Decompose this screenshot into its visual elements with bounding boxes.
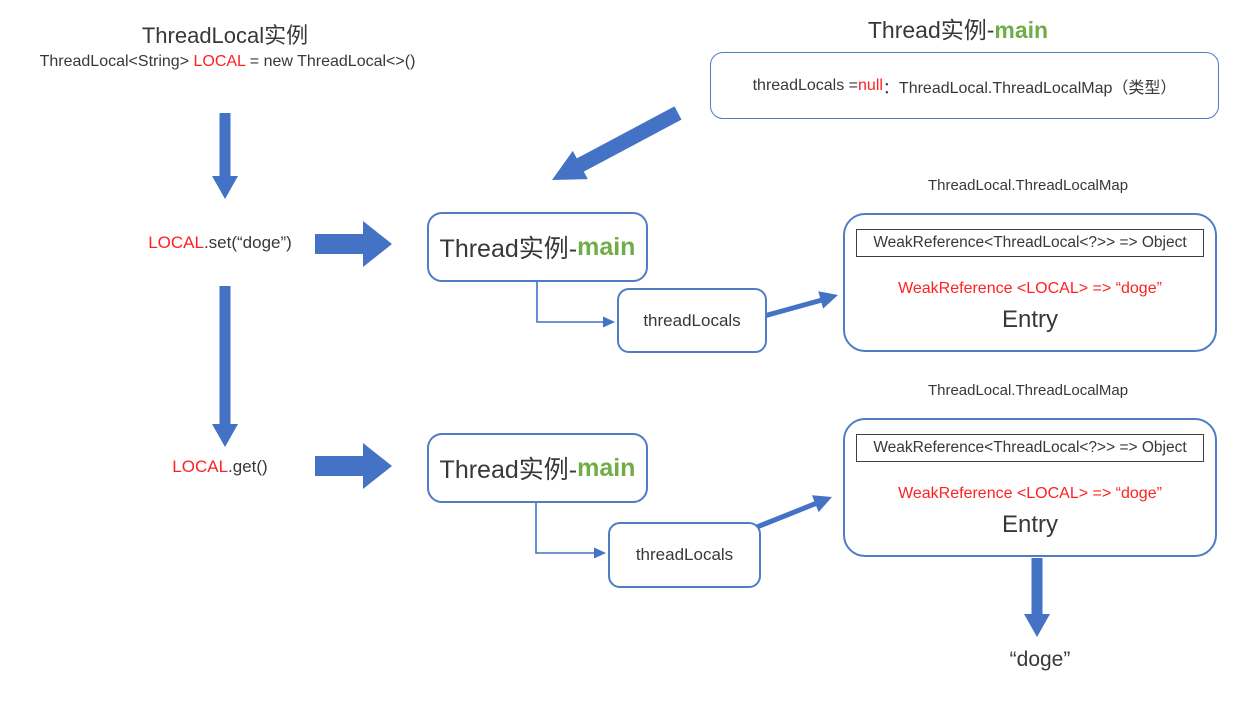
entry-label-2: Entry (1001, 511, 1058, 538)
get-call-rest: .get() (228, 457, 268, 476)
threadlocals-label: threadLocals (643, 310, 741, 330)
threadlocals-box-2: threadLocals (608, 522, 761, 588)
weakreference-entry-2: WeakReference <LOCAL> => “doge” (898, 485, 1162, 502)
null-pre: threadLocals = (752, 76, 859, 94)
thread-main-box-2: Thread实例-main (427, 433, 648, 503)
set-call-rest: .set(“doge”) (203, 233, 292, 252)
title-main: main (994, 17, 1049, 43)
result-value: “doge” (1009, 648, 1071, 671)
thread-box-main: main (577, 453, 636, 482)
arrow-down-1-icon (212, 113, 238, 199)
threadlocalmap-box-2: WeakReference<ThreadLocal<?>> => Object … (843, 418, 1217, 557)
threadlocals-box-1: threadLocals (617, 288, 767, 353)
thread-main-box-1: Thread实例-main (427, 212, 648, 282)
code-pre: ThreadLocal<String> (39, 53, 194, 70)
threadlocalmap-box-1: WeakReference<ThreadLocal<?>> => Object … (843, 213, 1217, 352)
local-var: LOCAL (148, 233, 204, 252)
arrow-diagonal-icon (552, 106, 682, 180)
entry-label-1: Entry (1001, 306, 1058, 333)
map-label-1: ThreadLocal.ThreadLocalMap (927, 177, 1129, 194)
threadlocals-null-box: threadLocals = null：ThreadLocal.ThreadLo… (710, 52, 1219, 119)
threadlocal-instance-title: ThreadLocal实例 (141, 23, 309, 48)
null-value: null (858, 76, 883, 94)
threadlocals-label: threadLocals (635, 545, 734, 564)
thread-box-pre: Thread实例- (439, 235, 578, 263)
threadlocal-declaration: ThreadLocal<String> LOCAL = new ThreadLo… (5, 53, 450, 71)
elbow-connector-2-icon (535, 500, 606, 559)
weakreference-header-text: WeakReference<ThreadLocal<?>> => Object (873, 234, 1187, 251)
thread-instance-title: Thread实例-main (808, 11, 1108, 45)
arrow-right-get-icon (315, 443, 392, 489)
weakreference-header-2: WeakReference<ThreadLocal<?>> => Object (856, 434, 1204, 462)
local-set-call: LOCAL.set(“doge”) (100, 233, 340, 253)
local-var: LOCAL (193, 53, 246, 70)
arrow-down-result-icon (1024, 558, 1050, 637)
title-pre: Thread实例- (867, 17, 995, 43)
weakreference-header-text: WeakReference<ThreadLocal<?>> => Object (873, 439, 1187, 456)
weakreference-header-1: WeakReference<ThreadLocal<?>> => Object (856, 229, 1204, 257)
thread-box-main: main (577, 232, 636, 261)
local-var: LOCAL (172, 457, 229, 476)
arrow-right-set-icon (315, 221, 392, 267)
null-post: ：ThreadLocal.ThreadLocalMap（类型） (882, 79, 1177, 97)
thread-box-pre: Thread实例- (439, 456, 578, 484)
arrow-down-2-icon (212, 286, 238, 447)
weakreference-entry-1: WeakReference <LOCAL> => “doge” (898, 280, 1162, 297)
code-post: = new ThreadLocal<>() (245, 53, 416, 70)
local-get-call: LOCAL.get() (100, 457, 340, 477)
map-label-2: ThreadLocal.ThreadLocalMap (927, 382, 1129, 399)
elbow-connector-1-icon (536, 278, 615, 328)
